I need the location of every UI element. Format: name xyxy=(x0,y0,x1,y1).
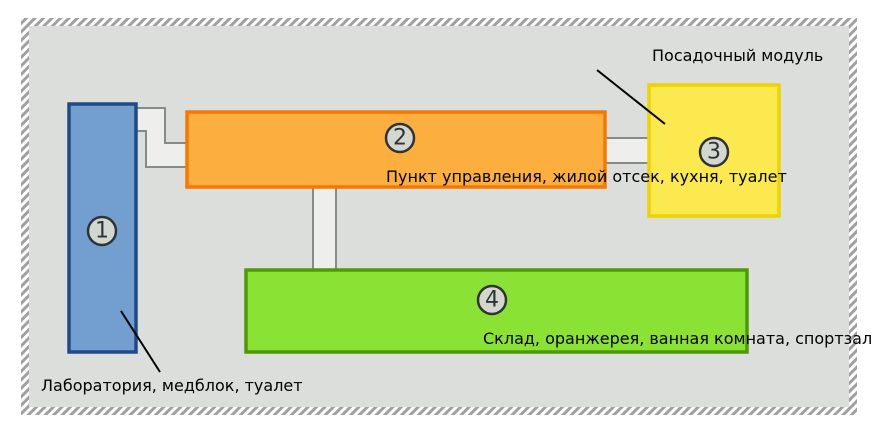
label-module-1: Лаборатория, медблок, туалет xyxy=(41,376,303,395)
badge-2: 2 xyxy=(384,122,416,154)
connector-2-4 xyxy=(312,186,337,271)
label-module-4: Склад, оранжерея, ванная комната, спортз… xyxy=(483,329,872,348)
label-module-3: Посадочный модуль xyxy=(652,46,823,65)
connector-2-3 xyxy=(604,137,650,164)
badge-4: 4 xyxy=(476,284,508,316)
label-module-2: Пункт управления, жилой отсек, кухня, ту… xyxy=(386,167,787,186)
leader-line-1 xyxy=(120,310,161,373)
badge-3: 3 xyxy=(698,136,730,168)
badge-1: 1 xyxy=(86,215,118,247)
badge-2-number: 2 xyxy=(393,126,407,151)
badge-1-number: 1 xyxy=(95,219,109,244)
leader-line-3 xyxy=(596,69,666,125)
badge-4-number: 4 xyxy=(485,288,499,313)
badge-3-number: 3 xyxy=(707,140,721,165)
